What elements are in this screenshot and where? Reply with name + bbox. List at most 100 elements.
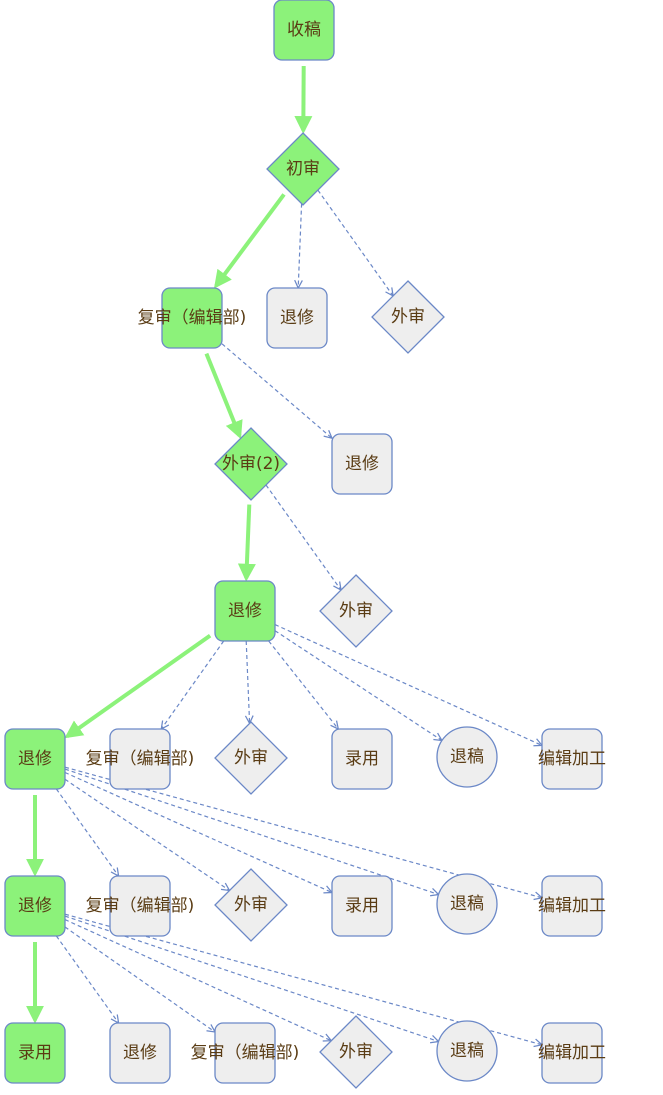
node-label: 退稿: [450, 747, 484, 767]
node-shape: [109, 728, 171, 790]
node-shape: [541, 875, 603, 937]
dashed-edge-arrow: [64, 915, 439, 1041]
edges-layer: [26, 65, 542, 1045]
active-edge-arrow: [237, 504, 256, 582]
node-shape: [371, 280, 445, 354]
node-label: 复审（编辑部): [86, 749, 195, 769]
node-rect-n7[interactable]: 退修: [331, 433, 393, 495]
node-shape: [4, 875, 66, 937]
node-rect-n1[interactable]: 收稿: [273, 0, 335, 61]
node-shape: [161, 287, 223, 349]
node-circle-n20[interactable]: 退稿: [436, 873, 498, 935]
dashed-edge-arrow: [298, 203, 301, 288]
node-label: 录用: [345, 749, 379, 769]
node-rect-n16[interactable]: 退修: [4, 875, 66, 937]
node-shape: [4, 728, 66, 790]
node-label: 退修: [123, 1043, 157, 1063]
node-diamond-n25[interactable]: 外审: [319, 1015, 393, 1089]
node-circle-n26[interactable]: 退稿: [436, 1020, 498, 1082]
dashed-edge-arrow: [246, 640, 249, 723]
dashed-edge-arrow: [317, 189, 393, 296]
node-label: 退稿: [450, 894, 484, 914]
node-label: 外审(2): [222, 454, 280, 474]
dashed-edge-arrow: [265, 484, 341, 590]
node-shape: [541, 728, 603, 790]
node-rect-n13[interactable]: 录用: [331, 728, 393, 790]
node-rect-n22[interactable]: 录用: [4, 1022, 66, 1084]
dashed-edge-arrow: [64, 768, 439, 894]
node-label: 退修: [280, 308, 314, 328]
node-rect-n8[interactable]: 退修: [214, 580, 276, 642]
dashed-edge-arrow: [64, 919, 331, 1041]
node-label: 外审: [391, 307, 425, 327]
node-label: 录用: [18, 1043, 52, 1063]
node-rect-n17[interactable]: 复审（编辑部): [86, 875, 195, 937]
dashed-edge-arrow: [55, 935, 118, 1023]
node-shape: [109, 1022, 171, 1084]
node-diamond-n12[interactable]: 外审: [214, 721, 288, 795]
node-diamond-n6[interactable]: 外审(2): [214, 427, 288, 501]
node-rect-n21[interactable]: 编辑加工: [538, 875, 606, 937]
node-rect-n10[interactable]: 退修: [4, 728, 66, 790]
node-label: 收稿: [287, 20, 321, 40]
node-shape: [436, 1020, 498, 1082]
node-shape: [331, 875, 393, 937]
dashed-edge-arrow: [64, 913, 542, 1045]
node-diamond-n9[interactable]: 外审: [319, 574, 393, 648]
node-shape: [214, 427, 288, 501]
dashed-edge-arrow: [268, 640, 339, 729]
active-edge-arrow: [204, 352, 243, 440]
node-rect-n27[interactable]: 编辑加工: [538, 1022, 606, 1084]
node-label: 外审: [234, 895, 268, 915]
dashed-edge-arrow: [64, 926, 215, 1032]
node-shape: [266, 287, 328, 349]
node-shape: [4, 1022, 66, 1084]
dashed-edge-arrow: [274, 630, 442, 741]
dashed-edge-arrow: [55, 788, 118, 876]
node-label: 退修: [345, 454, 379, 474]
node-label: 外审: [339, 601, 373, 621]
node-label: 退稿: [450, 1041, 484, 1061]
node-shape: [214, 868, 288, 942]
node-label: 复审（编辑部): [86, 896, 195, 916]
node-rect-n23[interactable]: 退修: [109, 1022, 171, 1084]
node-label: 外审: [234, 748, 268, 768]
node-label: 退修: [18, 749, 52, 769]
node-shape: [436, 873, 498, 935]
node-label: 复审（编辑部): [138, 308, 247, 328]
node-rect-n3[interactable]: 复审（编辑部): [138, 287, 247, 349]
node-shape: [214, 580, 276, 642]
active-edge-arrow: [64, 633, 212, 739]
node-shape: [436, 726, 498, 788]
node-label: 编辑加工: [538, 1043, 606, 1063]
node-rect-n24[interactable]: 复审（编辑部): [191, 1022, 300, 1084]
node-rect-n15[interactable]: 编辑加工: [538, 728, 606, 790]
dashed-edge-arrow: [64, 771, 332, 893]
node-label: 录用: [345, 896, 379, 916]
node-rect-n11[interactable]: 复审（编辑部): [86, 728, 195, 790]
node-label: 复审（编辑部): [191, 1043, 300, 1063]
node-diamond-n5[interactable]: 外审: [371, 280, 445, 354]
node-shape: [273, 0, 335, 61]
dashed-edge-arrow: [161, 640, 225, 729]
node-rect-n4[interactable]: 退修: [266, 287, 328, 349]
node-label: 编辑加工: [538, 749, 606, 769]
dashed-edge-arrow: [64, 778, 230, 890]
node-shape: [541, 1022, 603, 1084]
node-circle-n14[interactable]: 退稿: [436, 726, 498, 788]
node-label: 编辑加工: [538, 896, 606, 916]
node-shape: [214, 1022, 276, 1084]
node-diamond-n18[interactable]: 外审: [214, 868, 288, 942]
node-rect-n19[interactable]: 录用: [331, 875, 393, 937]
node-label: 退修: [228, 601, 262, 621]
dashed-edge-arrow: [221, 343, 332, 438]
node-diamond-n2[interactable]: 初审: [266, 132, 340, 206]
dashed-edge-arrow: [274, 624, 542, 746]
node-shape: [331, 433, 393, 495]
node-label: 退修: [18, 896, 52, 916]
nodes-layer: 收稿初审复审（编辑部)退修外审外审(2)退修退修外审退修复审（编辑部)外审录用退…: [4, 0, 606, 1089]
node-label: 外审: [339, 1042, 373, 1062]
node-shape: [109, 875, 171, 937]
node-shape: [319, 1015, 393, 1089]
